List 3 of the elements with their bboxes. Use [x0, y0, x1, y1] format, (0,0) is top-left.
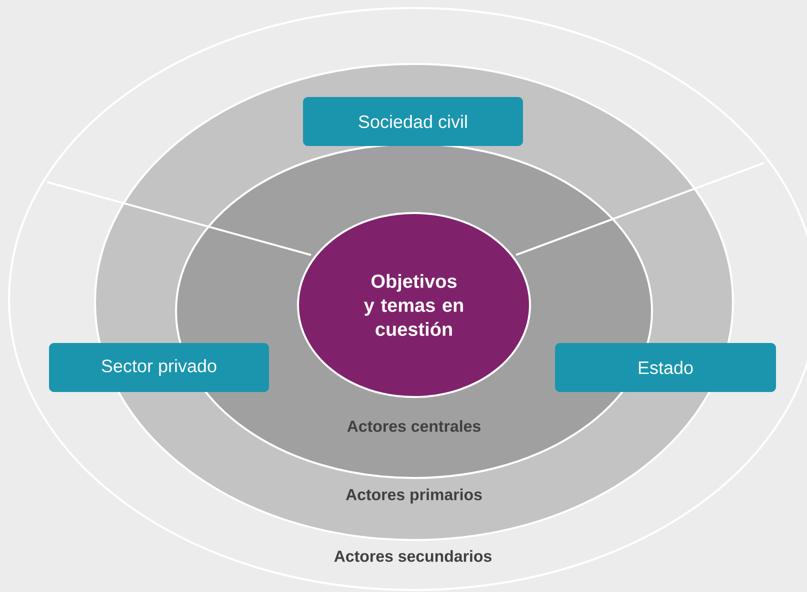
actor-box: Estado — [555, 343, 776, 392]
actor-box: Sector privado — [49, 343, 269, 392]
actor-box: Sociedad civil — [303, 97, 523, 146]
